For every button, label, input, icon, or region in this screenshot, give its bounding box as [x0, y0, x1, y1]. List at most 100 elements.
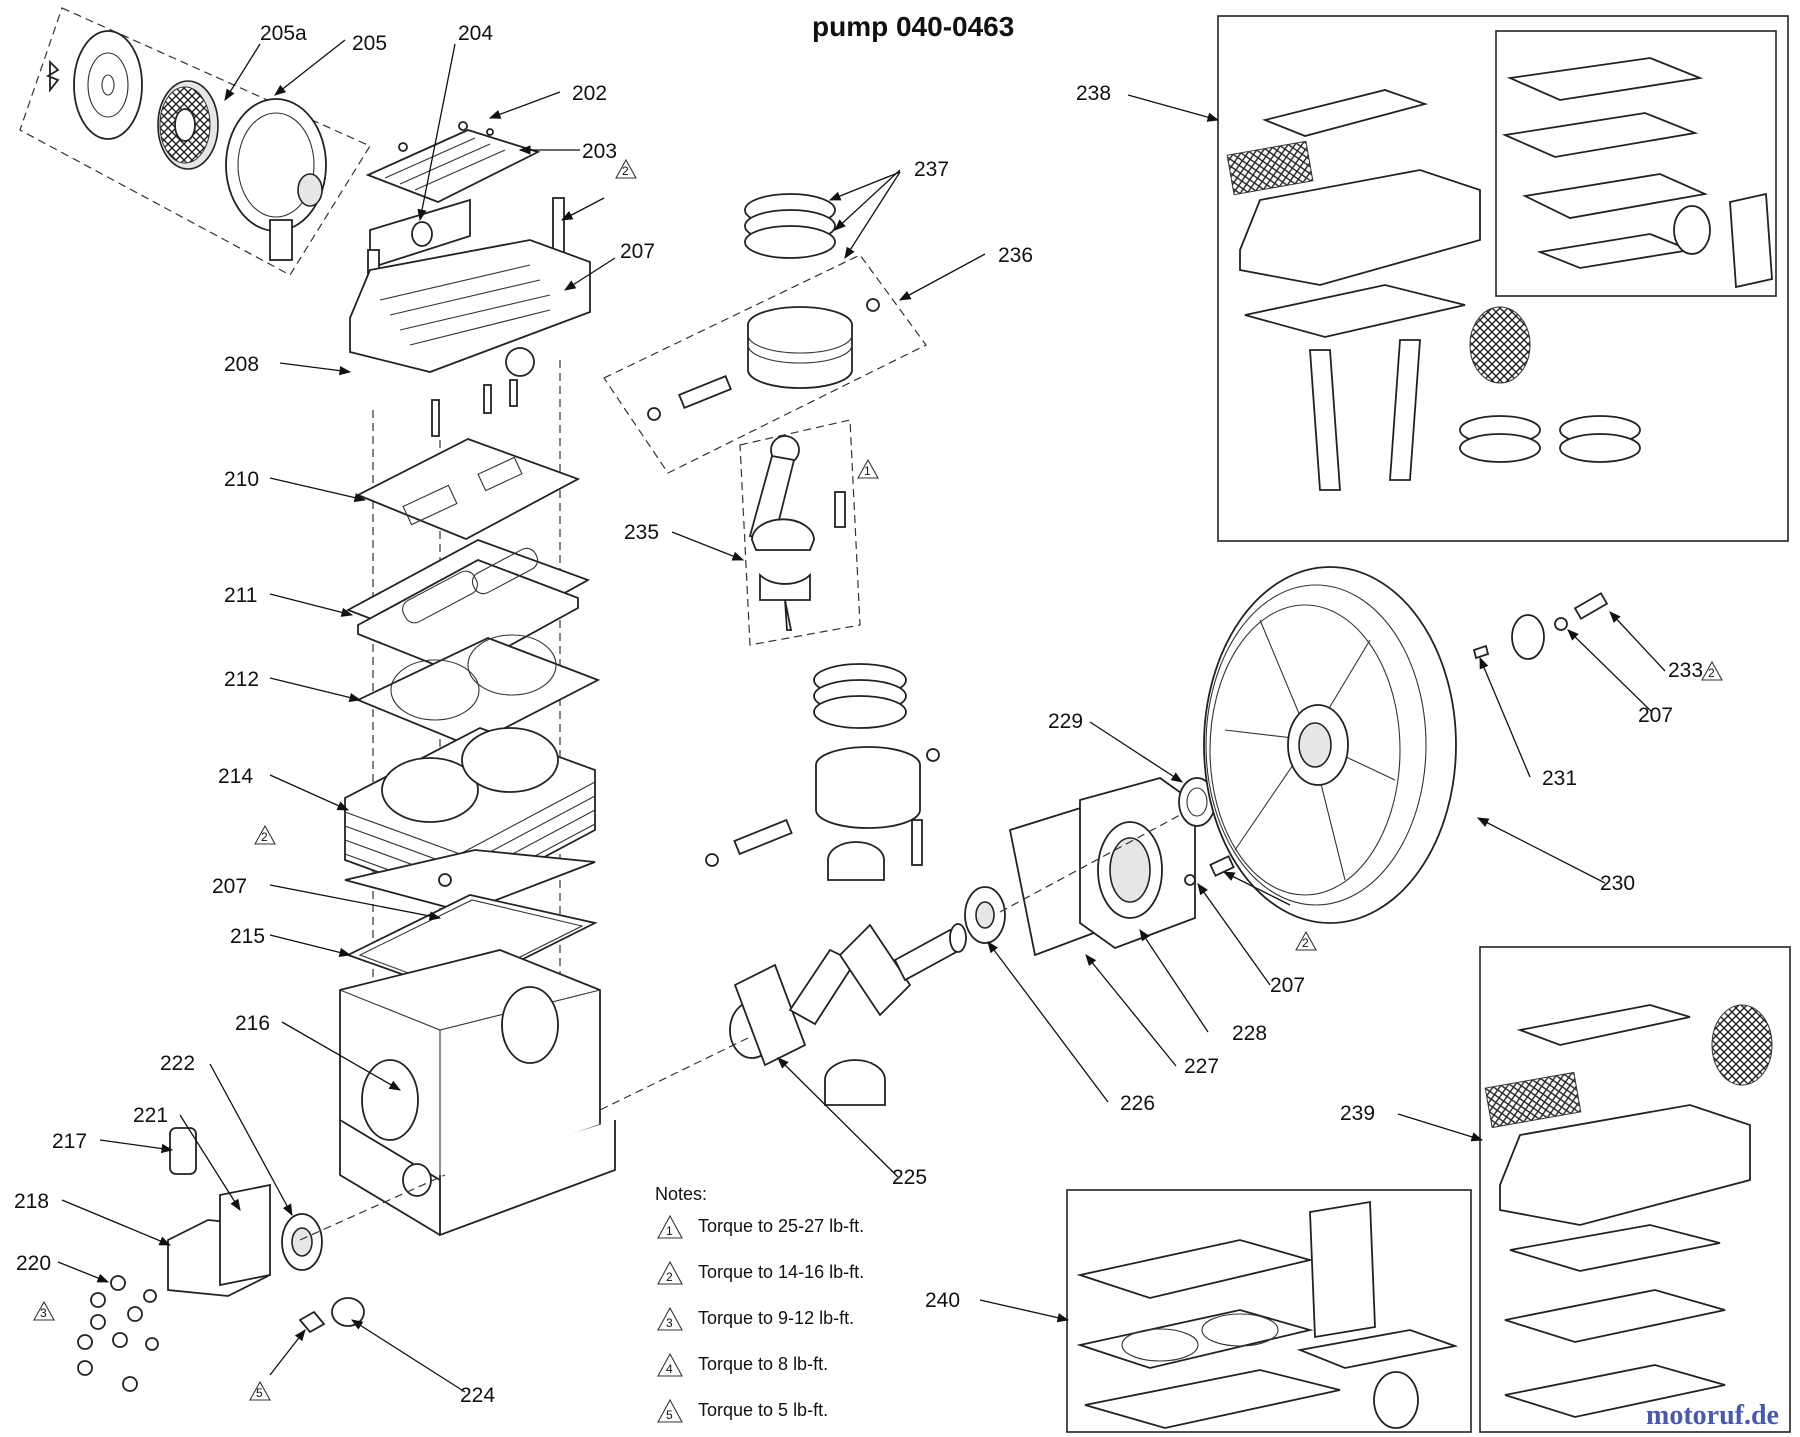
label-203: 203: [582, 140, 617, 163]
label-225: 225: [892, 1166, 927, 1189]
svg-text:2: 2: [1302, 936, 1309, 950]
piston-assembly-lower: [705, 663, 940, 1106]
note-item: 3 Torque to 9-12 lb-ft.: [657, 1306, 854, 1331]
valve-plate-211-icon: [345, 539, 591, 675]
label-230: 230: [1600, 872, 1635, 895]
torque-mark-235: 1: [857, 458, 879, 479]
note-item: 5 Torque to 5 lb-ft.: [657, 1398, 828, 1423]
crankcase-icon: [339, 949, 616, 1237]
screw-set-icon: [77, 1275, 159, 1392]
svg-text:4: 4: [666, 1362, 673, 1376]
label-212: 212: [224, 668, 259, 691]
bolt-icon: [1209, 855, 1235, 877]
kit-238-box: [1217, 15, 1789, 542]
rod-cap-icon: [824, 1059, 886, 1106]
label-220: 220: [16, 1252, 51, 1275]
label-231: 231: [1542, 767, 1577, 790]
sight-glass-icon: [331, 1297, 365, 1327]
svg-text:5: 5: [666, 1408, 673, 1422]
torque-mark-224: 5: [249, 1380, 271, 1401]
label-228: 228: [1232, 1022, 1267, 1045]
air-filter-assembly: [19, 7, 371, 276]
label-214: 214: [218, 765, 253, 788]
note-item: 4 Torque to 8 lb-ft.: [657, 1352, 828, 1377]
wing-nut-icon: [45, 59, 60, 93]
label-226: 226: [1120, 1092, 1155, 1115]
filter-cover-icon: [73, 30, 143, 140]
torque-mark-214: 2: [254, 824, 276, 845]
label-236: 236: [998, 244, 1033, 267]
note-item: 2 Torque to 14-16 lb-ft.: [657, 1260, 864, 1285]
label-235: 235: [624, 521, 659, 544]
torque-mark-207d: 2: [1295, 930, 1317, 951]
filter-housing-icon: [225, 98, 327, 232]
label-239: 239: [1340, 1102, 1375, 1125]
label-202: 202: [572, 82, 607, 105]
svg-text:3: 3: [666, 1316, 673, 1330]
label-207-c: 207: [1638, 704, 1673, 727]
svg-text:Torque to 25-27 lb-ft.: Torque to 25-27 lb-ft.: [698, 1216, 864, 1236]
torque-mark-220: 3: [33, 1300, 55, 1321]
cylinder-214-icon: [344, 727, 596, 913]
svg-text:2: 2: [622, 164, 629, 178]
breather-side-parts: [77, 1127, 446, 1392]
torque-mark-233: 2: [1701, 660, 1723, 681]
notes-heading: Notes:: [655, 1184, 707, 1204]
label-216: 216: [235, 1012, 270, 1035]
watermark-logo: motoruf.de: [1646, 1400, 1779, 1431]
note-item: 1 Torque to 25-27 lb-ft.: [657, 1214, 864, 1239]
label-208: 208: [224, 353, 259, 376]
cylinder-head-icon: [349, 239, 591, 437]
wrist-pin-icon: [678, 374, 732, 410]
svg-text:Torque to 8 lb-ft.: Torque to 8 lb-ft.: [698, 1354, 828, 1374]
torque-triangle-markers: 2 2 2 2 3 5 1: [33, 158, 1723, 1401]
label-237: 237: [914, 158, 949, 181]
svg-text:Torque to 9-12 lb-ft.: Torque to 9-12 lb-ft.: [698, 1308, 854, 1328]
svg-text:5: 5: [256, 1386, 263, 1400]
label-240: 240: [925, 1289, 960, 1312]
torque-mark-202: 2: [615, 158, 637, 179]
label-218: 218: [14, 1190, 49, 1213]
kit-240-box: [1066, 1189, 1472, 1433]
svg-text:Torque to 14-16 lb-ft.: Torque to 14-16 lb-ft.: [698, 1262, 864, 1282]
label-222: 222: [160, 1052, 195, 1075]
kit-239-box: [1479, 946, 1791, 1433]
svg-text:2: 2: [666, 1270, 673, 1284]
connecting-rod-upper-icon: [739, 419, 861, 646]
flywheel-icon: [1203, 566, 1609, 924]
label-221: 221: [133, 1104, 168, 1127]
label-211: 211: [224, 584, 257, 607]
plug-icon: [298, 1310, 326, 1334]
piston-assembly-upper: [603, 193, 927, 474]
svg-text:Torque to 5 lb-ft.: Torque to 5 lb-ft.: [698, 1400, 828, 1420]
label-224: 224: [460, 1384, 495, 1407]
label-229: 229: [1048, 710, 1083, 733]
part-labels: 205a 205 204 202 203 207 208 210 211 212…: [14, 22, 1703, 1407]
label-227: 227: [1184, 1055, 1219, 1078]
gasket-210-icon: [355, 438, 581, 540]
svg-text:2: 2: [261, 830, 268, 844]
svg-text:1: 1: [666, 1224, 673, 1238]
label-215: 215: [230, 925, 265, 948]
label-207-b: 207: [212, 875, 247, 898]
label-233: 233: [1668, 659, 1703, 682]
crankshaft-icon: [599, 923, 967, 1111]
label-207-a: 207: [620, 240, 655, 263]
flywheel-bolt-icon: [1573, 592, 1609, 620]
svg-text:3: 3: [40, 1306, 47, 1320]
label-217: 217: [52, 1130, 87, 1153]
bearing-housing-parts: [964, 777, 1235, 957]
torque-notes: Notes: 1 Torque to 25-27 lb-ft. 2 Torque…: [655, 1184, 864, 1423]
label-205a: 205a: [260, 22, 307, 45]
diagram-title: pump 040-0463: [812, 11, 1014, 42]
gasket-212-icon: [355, 634, 601, 747]
valve-cover-plate-icon: [365, 129, 541, 203]
label-204: 204: [458, 22, 493, 45]
label-207-d: 207: [1270, 974, 1305, 997]
key-231-icon: [1472, 644, 1490, 660]
leader-lines: [57, 39, 1666, 1393]
label-205: 205: [352, 32, 387, 55]
label-210: 210: [224, 468, 259, 491]
gasket-221-icon: [219, 1183, 271, 1287]
